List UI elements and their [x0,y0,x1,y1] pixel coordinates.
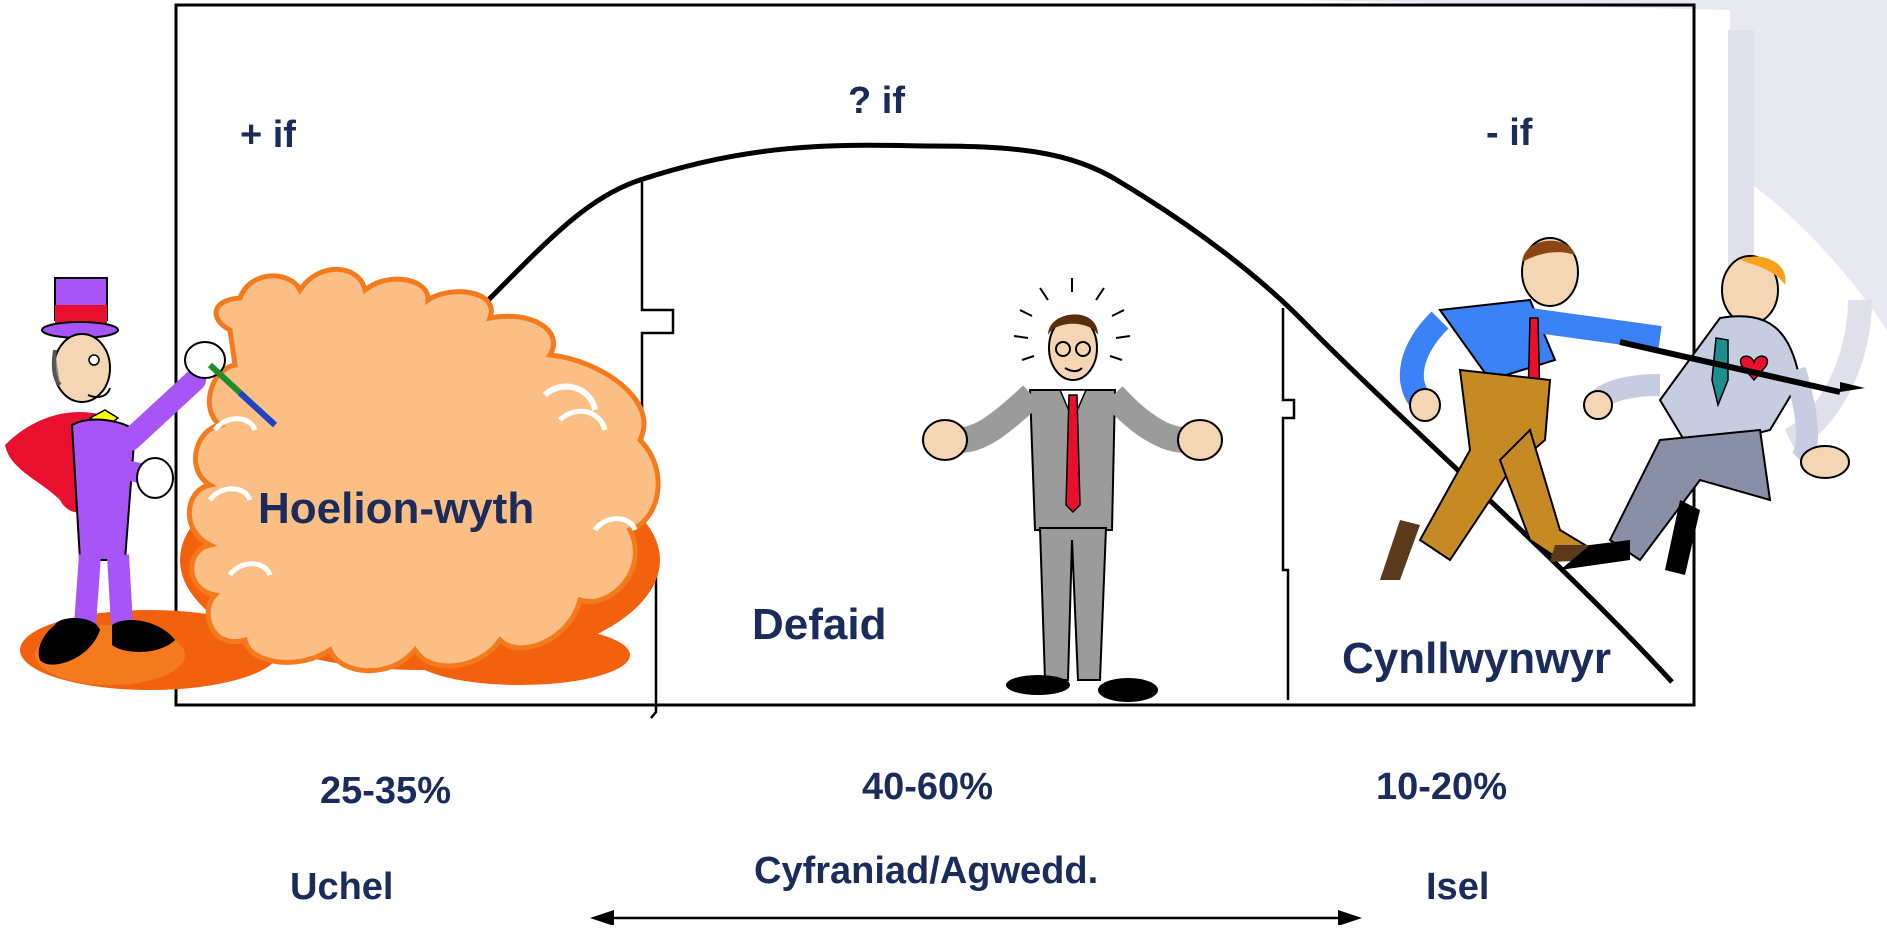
level-low-label: Isel [1426,866,1490,908]
axis-label: Cyfraniad/Agwedd. [754,850,1099,892]
middle-percent: 40-60% [862,766,993,808]
left-percent: 25-35% [320,770,451,812]
divider-left [640,182,675,719]
shrugging-man-illustration [922,278,1223,702]
left-group-name: Hoelion-wyth [258,484,535,533]
right-percent: 10-20% [1376,766,1507,808]
level-high-label: Uchel [290,866,394,908]
right-group-name: Cynllwynwyr [1342,634,1611,683]
middle-zone-sign-label: ? if [848,80,905,122]
divider-right [1281,308,1296,700]
bell-curve [456,142,1674,684]
magician-illustration [5,277,278,685]
backstabbing-men-illustration [1380,237,1865,580]
left-zone-sign-label: + if [240,114,296,156]
middle-group-name: Defaid [752,600,887,649]
contribution-arrow [590,910,1362,926]
right-zone-sign-label: - if [1486,112,1533,154]
cloud-illustration [20,266,661,690]
